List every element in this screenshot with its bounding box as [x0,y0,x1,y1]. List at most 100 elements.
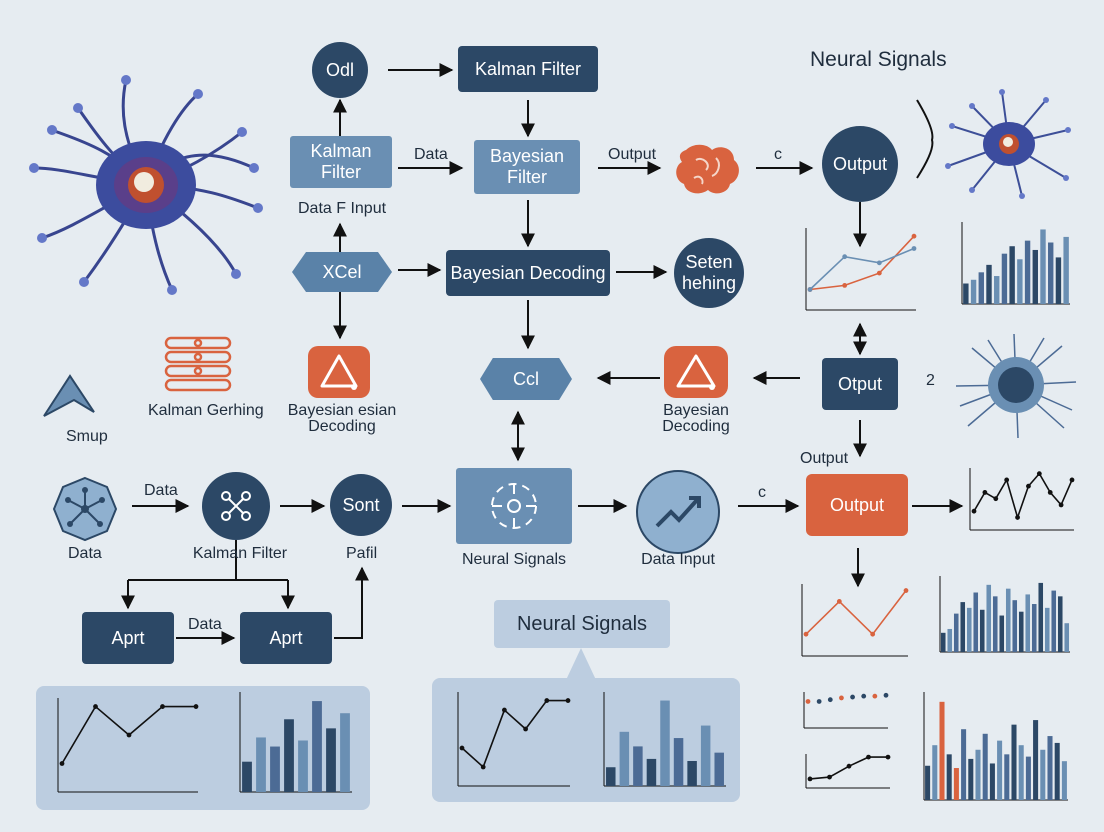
chart-point [805,699,811,704]
chart-bar [986,264,992,304]
chart-bar [1011,724,1017,800]
chart-bar [1040,229,1046,304]
data-f-input-label: Data F Input [298,200,387,217]
pafil-label: Pafil [346,545,378,562]
share-nodes-icon [221,491,251,521]
chart-point [971,508,977,514]
chart-bar [999,615,1005,652]
chart-point [861,693,867,699]
otput-label: Otput [837,373,883,394]
chart-bar [270,746,280,792]
chart-point [850,694,855,700]
c-top-label: c [774,146,782,163]
chart-bar [1063,236,1069,304]
neural-signals-node[interactable] [456,468,572,544]
neuron-icon [29,75,263,295]
sont-node[interactable]: Sont [330,474,392,536]
chart-point [565,698,571,703]
kalman-left-line1: Kalman [310,141,372,161]
chart-point [911,233,917,239]
chart-point [459,745,465,751]
chart-bar [946,754,952,800]
odl-label: Odl [325,59,354,80]
kalman-left-line2: Filter [321,162,361,182]
output-orange-node[interactable]: Output [806,474,908,536]
bayesian-decoding-node[interactable]: Bayesian Decoding [446,250,610,296]
chart-bar [970,279,977,304]
smup-label: Smup [66,428,108,445]
otput-node[interactable]: Otput [822,358,898,410]
chart-series-line [809,247,915,291]
chart-bar [1044,607,1050,652]
chart-bar [979,609,985,652]
chart-bar [961,729,967,800]
data-left-arrow-label: Data [144,482,178,499]
chart-4 [801,584,909,657]
data-left-label: Data [68,545,102,562]
chart-bar [1033,720,1039,800]
data-input-label: Data Input [641,551,715,568]
xcel-node[interactable]: XCel [292,252,392,292]
chart-point [982,490,988,495]
warning-triangle-icon[interactable] [664,346,728,398]
sont-label: Sont [342,494,380,515]
chart-point [502,707,507,713]
chart-bar [1025,594,1031,652]
chart-10 [239,692,352,793]
bayesian-filter-node[interactable]: Bayesian Filter [474,140,580,194]
chart-bar [1018,745,1024,800]
output-circle-node[interactable]: Output [822,126,898,202]
aprt-right-node[interactable]: Aprt [240,612,332,664]
chart-bar [687,760,697,786]
signal-dial-icon [491,483,537,529]
ccl-node[interactable]: Ccl [480,358,572,400]
chart-bar [978,272,984,304]
badge-pointer [566,648,596,680]
kalman-filter-node[interactable]: Kalman Filter [458,46,598,92]
kalman-filter-left-node[interactable]: Kalman Filter [290,136,392,188]
chart-point [911,246,917,251]
chart-bar [1048,242,1054,304]
angular-arrow-icon [43,374,95,417]
chart-bar [986,584,992,652]
kalman-gerhing-label: Kalman Gerhing [148,402,264,419]
brain-icon[interactable] [672,140,744,198]
chart-bar [1024,240,1031,304]
chart-bar [994,276,1000,304]
chart-point [827,697,833,703]
chart-point [883,692,889,698]
aprt-left-label: Aprt [111,627,145,648]
chart-point [1026,483,1031,489]
chart-point [1036,471,1042,477]
warning-triangle-icon[interactable] [308,346,370,398]
chart-bar [1057,596,1063,652]
arrow-kalman-branch [128,540,288,581]
chart-bar [700,725,711,786]
chart-1 [805,228,917,311]
chart-point [866,754,871,760]
odl-node[interactable]: Odl [312,42,368,98]
chart-11 [457,692,571,787]
neuron-icon [945,89,1071,199]
data-top-label: Data [414,146,448,163]
output-circle-label: Output [832,153,888,174]
chart-point [842,254,848,260]
chart-6 [803,692,889,729]
chart-bar [925,765,931,800]
chart-bar [646,758,657,786]
chart-bar [1040,749,1046,800]
chart-bar [1051,590,1057,652]
diagram-title: Neural Signals [810,48,947,71]
seten-node[interactable]: Seten hehing [674,238,744,308]
bayesian-decoding-label: Bayesian Decoding [450,262,606,283]
chart-bar [963,283,969,304]
chart-point [480,764,486,770]
kalman-filter-row-node[interactable] [202,472,270,540]
chart-point [1047,490,1053,495]
aprt-left-node[interactable]: Aprt [82,612,174,664]
chart-bar [606,767,616,786]
chart-7 [805,754,891,789]
chart-point [1069,477,1075,483]
chart-bar [989,763,995,800]
data-input-node[interactable] [636,470,720,554]
